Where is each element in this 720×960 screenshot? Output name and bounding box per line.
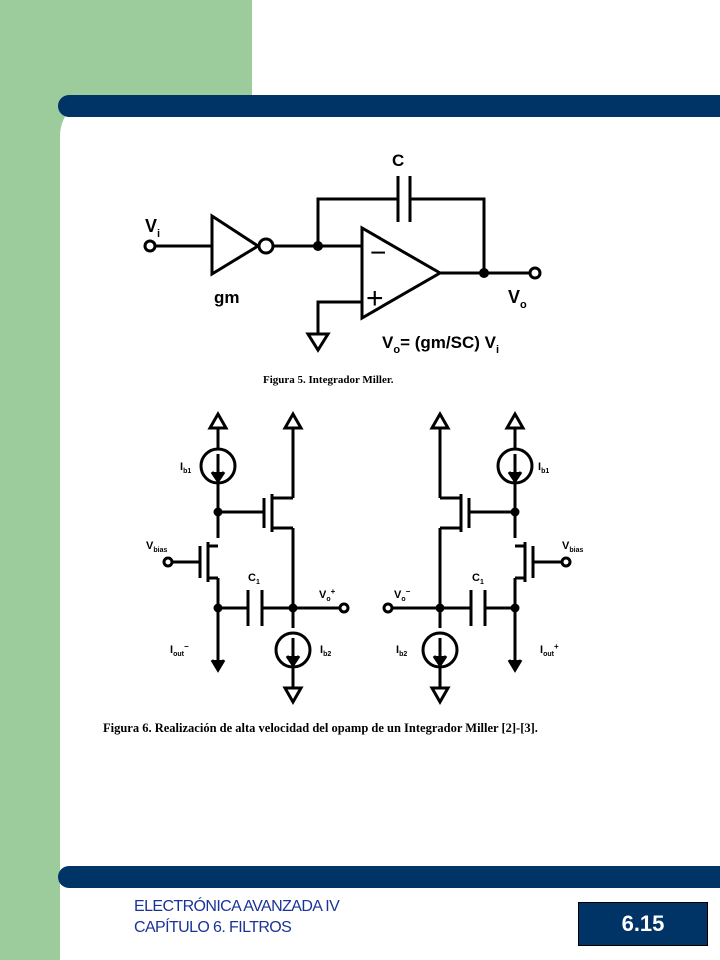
- footer-line-course: ELECTRÓNICA AVANZADA IV: [134, 898, 340, 915]
- right-ib1-label: Ib1: [538, 461, 549, 475]
- footer-course-info: ELECTRÓNICA AVANZADA IV CAPÍTULO 6. FILT…: [134, 896, 340, 938]
- plus-sign: +: [366, 282, 384, 315]
- left-c1-label: C1: [248, 572, 260, 586]
- input-label: Vi: [145, 216, 160, 240]
- right-iout-label: Iout+: [540, 642, 559, 658]
- fig6-right-circuit: [382, 410, 572, 706]
- footer-line-chapter: CAPÍTULO 6. FILTROS: [134, 919, 292, 936]
- output-terminal: [528, 266, 542, 280]
- left-vo-label: Vo+: [319, 587, 336, 603]
- fig5-integrator: [143, 176, 542, 353]
- transfer-equation: Vo= (gm/SC) Vi: [382, 333, 499, 356]
- bottom-rule: [58, 866, 720, 888]
- input-terminal: [143, 239, 157, 253]
- opamp-triangle: [360, 225, 444, 321]
- right-vo-label: Vo−: [394, 587, 411, 603]
- content-panel: [60, 96, 720, 960]
- right-vbias-label: Vbias: [562, 540, 583, 554]
- fig5-caption: Figura 5. Integrador Miller.: [263, 374, 394, 386]
- right-ib2-label: Ib2: [396, 644, 407, 658]
- fig6-caption: Figura 6. Realización de alta velocidad …: [103, 721, 538, 735]
- top-rule: [58, 95, 720, 117]
- ground-symbol: [305, 332, 331, 353]
- output-label: Vo: [508, 287, 527, 311]
- slide-number-badge: 6.15: [578, 902, 708, 946]
- left-vbias-label: Vbias: [146, 540, 167, 554]
- left-ib1-label: Ib1: [180, 461, 191, 475]
- right-c1-label: C1: [472, 572, 484, 586]
- cap-label: C: [392, 151, 404, 170]
- minus-sign: −: [370, 237, 386, 268]
- fig6-left-circuit: [162, 410, 350, 706]
- left-ib2-label: Ib2: [320, 644, 331, 658]
- left-iout-label: Iout−: [170, 642, 189, 658]
- gm-label: gm: [214, 288, 240, 307]
- gm-inverter: [210, 213, 261, 277]
